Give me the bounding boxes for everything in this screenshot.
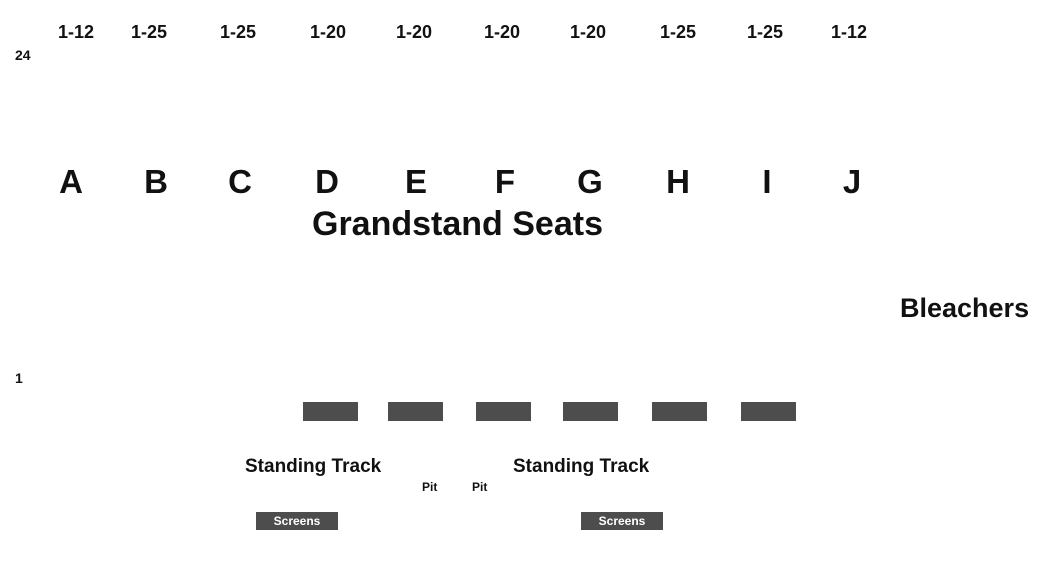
row-label-bottom: 1 [15, 370, 23, 386]
seat-range-a: 1-12 [57, 22, 95, 42]
section-d: D [315, 163, 339, 200]
section-h: H [666, 163, 690, 200]
standing-track-left: Standing Track [245, 456, 382, 477]
section-b: B [144, 163, 168, 200]
section-c: C [228, 163, 252, 200]
stage-block [563, 402, 618, 421]
seat-range-e: 1-20 [395, 22, 433, 42]
pit-label-right: Pit [472, 480, 488, 494]
bleachers-label: Bleachers [900, 293, 1030, 323]
screen-right: Screens [581, 512, 663, 530]
seat-range-g: 1-20 [569, 22, 607, 42]
seat-range-d: 1-20 [309, 22, 347, 42]
seat-range-c: 1-25 [219, 22, 257, 42]
seat-range-b: 1-25 [130, 22, 168, 42]
seat-range-f: 1-20 [483, 22, 521, 42]
section-j: J [842, 163, 862, 200]
grandstand-title: Grandstand Seats [312, 205, 603, 243]
stage-block [476, 402, 531, 421]
row-label-top: 24 [15, 47, 31, 63]
seat-range-h: 1-25 [659, 22, 697, 42]
section-i: I [762, 163, 772, 200]
standing-track-right: Standing Track [513, 456, 650, 477]
seat-range-i: 1-25 [746, 22, 784, 42]
section-e: E [404, 163, 427, 200]
stage-block [652, 402, 707, 421]
stage-block [303, 402, 358, 421]
stage-block [388, 402, 443, 421]
screen-left: Screens [256, 512, 338, 530]
section-f: F [494, 163, 516, 200]
section-a: A [59, 163, 83, 200]
section-g: G [577, 163, 603, 200]
pit-label-left: Pit [422, 480, 438, 494]
stage-block [741, 402, 796, 421]
seat-range-j: 1-12 [830, 22, 868, 42]
